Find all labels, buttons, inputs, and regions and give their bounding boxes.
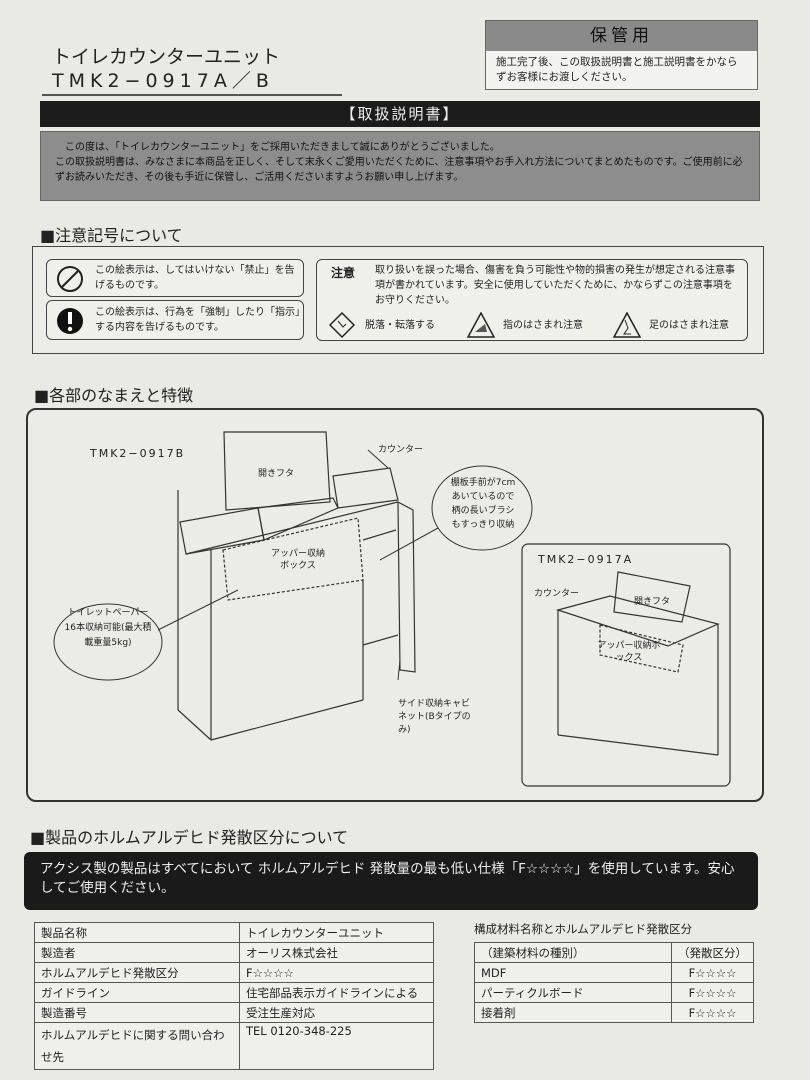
intro-line-1: この度は、「トイレカウンターユニット」をご採用いただきまして誠にありがとうござい…: [65, 142, 500, 153]
formaldehyde-heading: ■製品のホルムアルデヒド発散区分について: [30, 828, 349, 847]
model-label-b: TMK2−0917B: [90, 447, 186, 460]
keep-title: 保管用: [486, 21, 757, 51]
table-cell: （建築材料の種別）: [474, 942, 672, 963]
table-cell: ホルムアルデヒド発散区分: [34, 962, 240, 983]
table-cell: オーリス株式会社: [239, 942, 434, 963]
table-cell: F☆☆☆☆: [671, 1002, 754, 1023]
table-row: ガイドライン住宅部品表示ガイドラインによる: [34, 982, 434, 1003]
keep-text: 施工完了後、この取扱説明書と施工説明書をかならずお客様にお渡しください。: [496, 56, 738, 83]
warning-label-finger: 指のはさまれ注意: [503, 320, 583, 331]
mandatory-text: この絵表示は、行為を「強制」したり「指示」する内容を告げるものです。: [95, 307, 300, 333]
label-upper-box-a: アッパー収納ボックス: [597, 641, 661, 663]
label-side-cabinet: サイド収納キャビネット(Bタイプのみ): [398, 699, 471, 735]
materials-title: 構成材料名称とホルムアルデヒド発散区分: [474, 922, 693, 936]
table-cell: F☆☆☆☆: [239, 962, 434, 983]
label-lid-a: 開きフタ: [634, 597, 671, 607]
label-lid-b: 開きフタ: [258, 469, 295, 479]
prohibit-icon: [57, 266, 83, 292]
exclamation-icon: [57, 308, 83, 334]
caution-text: 取り扱いを誤った場合、傷害を負う可能性や物的損害の発生が想定される注意事項が書か…: [375, 265, 735, 306]
product-info-table: 製品名称トイレカウンターユニット 製造者オーリス株式会社 ホルムアルデヒド発散区…: [34, 922, 434, 1070]
title-underline: [42, 94, 342, 96]
keep-box: 保管用 施工完了後、この取扱説明書と施工説明書をかならずお客様にお渡しください。: [485, 20, 758, 90]
warning-label-foot: 足のはさまれ注意: [649, 320, 729, 331]
table-cell: F☆☆☆☆: [671, 982, 754, 1003]
model-label-a: TMK2−0917A: [538, 553, 634, 566]
model-number: TMK2−0917A／B: [52, 70, 274, 92]
table-cell: MDF: [474, 962, 672, 983]
label-upper-box-b: アッパー収納ボックス: [270, 549, 325, 571]
table-row: 製造者オーリス株式会社: [34, 942, 434, 963]
caution-box: 注意 取り扱いを誤った場合、傷害を負う可能性や物的損害の発生が想定される注意事項…: [316, 259, 748, 341]
foot-pinch-icon: [613, 312, 641, 338]
symbols-heading: ■注意記号について: [40, 226, 183, 245]
table-cell: ガイドライン: [34, 982, 240, 1003]
parts-diagram: TMK2−0917B 開きフタ カウンター 棚板手前が7cmあいているので柄の長…: [26, 408, 764, 802]
table-cell: （発散区分）: [671, 942, 754, 963]
table-cell: TEL 0120-348-225: [239, 1022, 434, 1070]
warning-label-fall: 脱落・転落する: [365, 320, 435, 331]
cabinet-drawing-b: [53, 431, 731, 787]
label-counter-a: カウンター: [534, 589, 580, 599]
table-cell: 接着剤: [474, 1002, 672, 1023]
table-cell: 製造番号: [34, 1002, 240, 1023]
prohibit-row: この絵表示は、してはいけない「禁止」を告げるものです。: [46, 259, 304, 297]
formaldehyde-banner: アクシス製の製品はすべてにおいて ホルムアルデヒド 発散量の最も低い仕様「F☆☆…: [24, 852, 758, 910]
table-cell: 受注生産対応: [239, 1002, 434, 1023]
table-cell: 住宅部品表示ガイドラインによる: [239, 982, 434, 1003]
table-cell: ホルムアルデヒドに関する問い合わせ先: [34, 1022, 240, 1070]
table-cell: F☆☆☆☆: [671, 962, 754, 983]
mandatory-row: この絵表示は、行為を「強制」したり「指示」する内容を告げるものです。: [46, 300, 304, 340]
table-cell: トイレカウンターユニット: [239, 922, 434, 943]
table-cell: 製品名称: [34, 922, 240, 943]
caution-label: 注意: [331, 266, 356, 280]
table-row: 製造番号受注生産対応: [34, 1002, 434, 1023]
label-shelf-note: 棚板手前が7cmあいているので柄の長いブラシもすっきり収納: [450, 478, 516, 530]
table-row: 製品名称トイレカウンターユニット: [34, 922, 434, 943]
intro-text: この度は、「トイレカウンターユニット」をご採用いただきまして誠にありがとうござい…: [40, 131, 760, 201]
table-cell: パーティクルボード: [474, 982, 672, 1003]
prohibit-text: この絵表示は、してはいけない「禁止」を告げるものです。: [95, 265, 295, 291]
parts-heading: ■各部のなまえと特徴: [34, 386, 194, 405]
label-paper-note: トイレットペーパー16本収納可能(最大積載重量5kg): [64, 608, 152, 648]
intro-line-2: この取扱説明書は、みなさまに本商品を正しく、そして末永くご愛用いただくために、注…: [55, 157, 743, 183]
label-counter-b: カウンター: [378, 445, 424, 455]
fall-icon: [329, 312, 355, 338]
table-cell: 製造者: [34, 942, 240, 963]
product-title: トイレカウンターユニット: [52, 46, 281, 68]
finger-pinch-icon: [467, 312, 495, 338]
table-row: （建築材料の種別）（発散区分）: [474, 942, 754, 963]
manual-title-bar: 【取扱説明書】: [40, 101, 760, 127]
